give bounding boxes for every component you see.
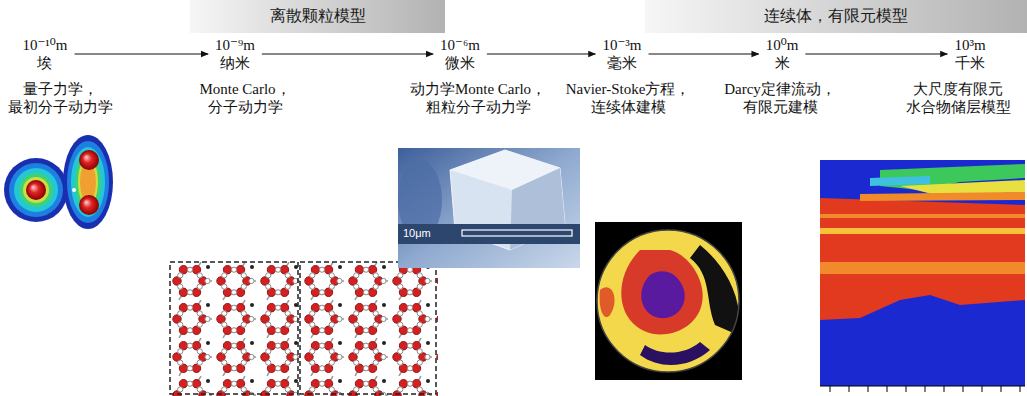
molecule-potential-map (63, 135, 113, 229)
reservoir-model (820, 160, 1025, 392)
molecular-lattice (165, 256, 443, 396)
molecule-potential-map (9, 163, 63, 217)
unit-name: 微米 (440, 54, 480, 72)
sem-crystal-photo (398, 148, 580, 268)
molecular-lattice (165, 256, 443, 396)
reservoir-model (820, 214, 1025, 218)
ct-scan-image (621, 250, 702, 334)
reservoir-model (820, 228, 1025, 234)
method-description: Navier-Stoke方程， 连续体建模 (553, 80, 703, 116)
scale-value: 10³m (954, 36, 985, 54)
molecular-lattice (168, 262, 438, 396)
molecule-potential-map (72, 188, 76, 192)
ct-scan-image (641, 271, 684, 318)
method-description: 量子力学， 最初分子动力学 (2, 80, 118, 116)
scale-arrow (805, 53, 947, 54)
unit-name: 纳米 (215, 54, 255, 72)
reservoir-model (870, 176, 930, 186)
ct-scan-image (600, 245, 740, 365)
sem-crystal-photo (398, 148, 580, 268)
method-description: 大尺度有限元 水合物储层模型 (898, 80, 1018, 116)
reservoir-model (820, 262, 1025, 274)
scale-arrow (75, 53, 209, 54)
scale-arrow (262, 53, 433, 54)
unit-name: 埃 (22, 54, 67, 72)
scale-value: 10⁻⁶m (440, 36, 480, 54)
reservoir-model (820, 386, 1025, 387)
molecule-potential-map (26, 180, 46, 200)
scale-value: 10⁻¹⁰m (22, 36, 67, 54)
scale-value: 10⁰m (766, 36, 799, 54)
molecule-potential-map (19, 173, 53, 207)
molecular-lattice (170, 262, 298, 394)
band-label: 离散颗粒模型 (270, 6, 366, 27)
model-band: 离散颗粒模型 (190, 0, 445, 33)
molecule-potential-map (26, 180, 46, 200)
molecule-potential-map (71, 147, 105, 217)
scale-node: 10⁻³m毫米 (598, 35, 645, 73)
reservoir-model (820, 160, 1025, 386)
ct-scan-image (640, 342, 710, 365)
scale-node: 10⁻⁹m纳米 (211, 35, 259, 73)
molecule-potential-map (23, 177, 49, 203)
molecular-lattice (300, 262, 436, 394)
ct-scan-image (595, 222, 742, 380)
scale-value: 10⁻⁹m (215, 36, 255, 54)
reservoir-model (860, 192, 1025, 201)
band-label: 连续体，有限元模型 (764, 6, 908, 27)
molecule-potential-map (79, 150, 99, 170)
method-description: 动力学Monte Carlo， 粗粒分子动力学 (403, 80, 553, 116)
reservoir-model (820, 160, 1025, 386)
scale-node: 10⁻⁶m微米 (436, 35, 484, 73)
reservoir-model (820, 198, 1025, 320)
scale-arrow (487, 53, 596, 54)
molecule-potential-map (67, 141, 109, 223)
scale-value: 10⁻³m (602, 36, 641, 54)
molecule-potential-map (79, 195, 99, 215)
ct-scan-image (597, 230, 739, 372)
molecule-potential-map (4, 158, 68, 222)
sem-crystal-photo (398, 224, 580, 244)
molecule-potential-map (4, 135, 113, 229)
method-description: Darcy定律流动， 有限元建模 (715, 80, 845, 116)
scale-bar-label: 10μm (403, 227, 431, 240)
scale-node: 10³m千米 (950, 35, 989, 73)
scale-node: 10⁻¹⁰m埃 (18, 35, 71, 73)
scale-node: 10⁰m米 (762, 35, 803, 73)
ct-scan-image (597, 230, 739, 372)
reservoir-model (830, 386, 1020, 392)
unit-name: 米 (766, 54, 799, 72)
ct-scan-image (600, 287, 615, 317)
sem-crystal-photo (462, 230, 572, 236)
method-description: Monte Carlo， 分子动力学 (180, 80, 310, 116)
ct-scan-image (690, 245, 739, 335)
molecule-potential-map (14, 168, 58, 212)
unit-name: 毫米 (602, 54, 641, 72)
unit-name: 千米 (954, 54, 985, 72)
ct-scan-image (595, 222, 742, 380)
model-band: 连续体，有限元模型 (645, 0, 1027, 33)
scale-arrow (649, 53, 759, 54)
